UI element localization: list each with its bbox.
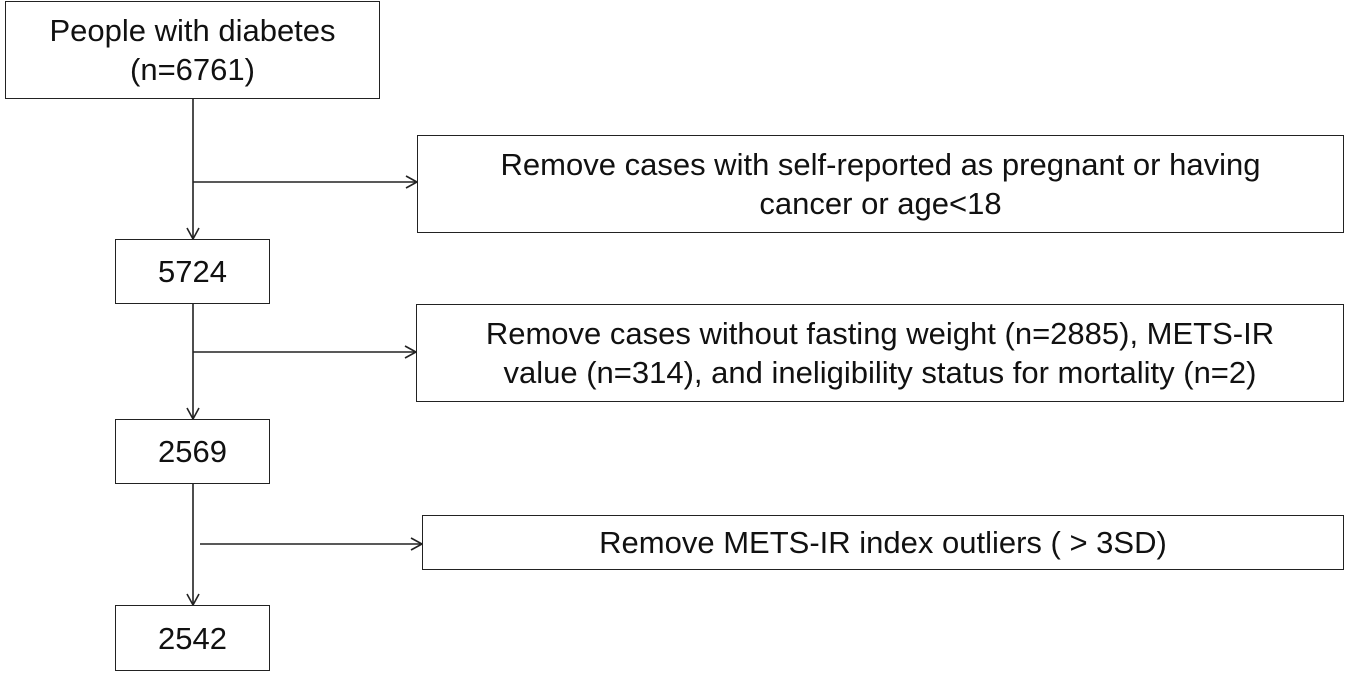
exclusion-box-1: Remove cases with self-reported as pregn… [417,135,1344,233]
count-box-2569: 2569 [115,419,270,484]
exclusion-box-1-line1: Remove cases with self-reported as pregn… [500,147,1261,182]
count-box-2542: 2542 [115,605,270,671]
exclusion-box-2: Remove cases without fasting weight (n=2… [416,304,1344,402]
count-box-2542-value: 2542 [158,620,227,656]
count-box-5724-value: 5724 [158,254,227,289]
exclusion-box-2-line2: value (n=314), and ineligibility status … [503,355,1257,390]
start-box: People with diabetes (n=6761) [5,1,380,99]
count-box-5724: 5724 [115,239,270,304]
exclusion-box-3-line1: Remove METS-IR index outliers ( > 3SD) [599,525,1167,560]
exclusion-box-2-line1: Remove cases without fasting weight (n=2… [485,316,1275,351]
start-box-count: (n=6761) [130,52,255,87]
exclusion-box-1-line2: cancer or age<18 [759,186,1002,221]
start-box-title: People with diabetes [49,13,336,48]
count-box-2569-value: 2569 [158,434,227,469]
exclusion-box-3: Remove METS-IR index outliers ( > 3SD) [422,515,1344,570]
